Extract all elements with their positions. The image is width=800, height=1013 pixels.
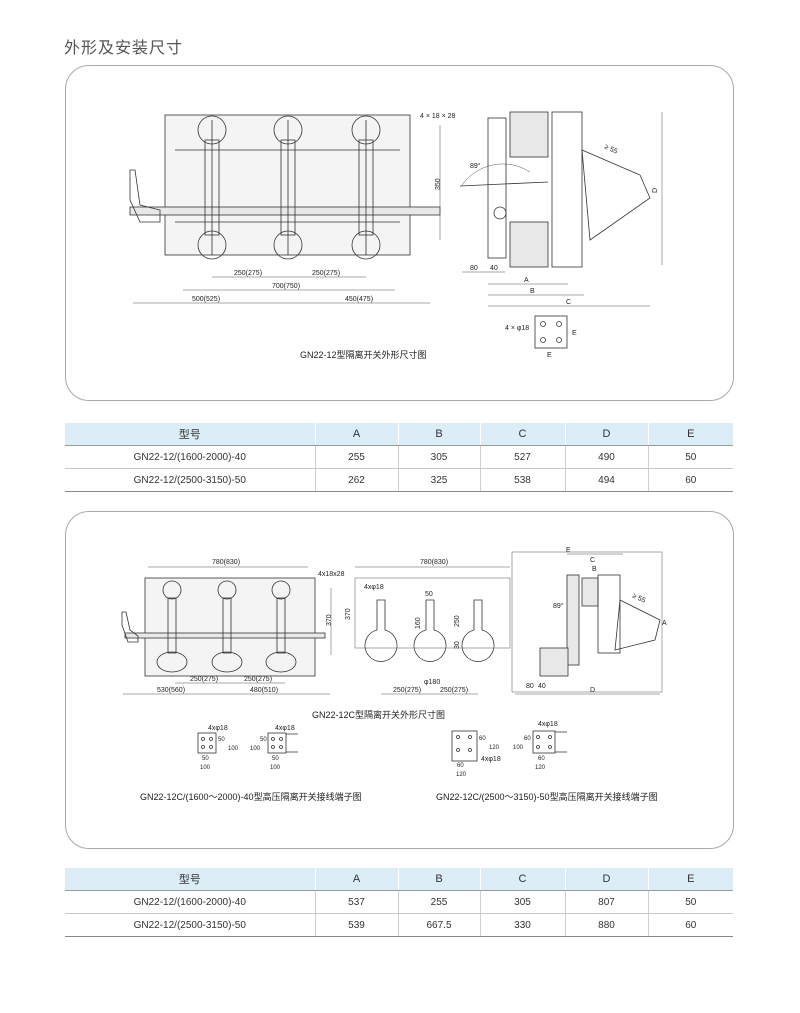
table-header-row: 型号 A B C D E: [65, 868, 733, 891]
cell-model: GN22-12/(1600-2000)-40: [65, 445, 315, 469]
header-c: C: [479, 423, 565, 446]
cell-model: GN22-12/(2500-3150)-50: [65, 913, 315, 937]
dimension-table-gn22-12: 型号 A B C D E GN22-12/(1600-2000)-40 255 …: [65, 423, 733, 492]
header-e: E: [647, 423, 733, 446]
header-model: 型号: [65, 423, 315, 446]
cell-c: 538: [479, 468, 565, 492]
cell-a: 537: [314, 890, 398, 914]
cell-c: 527: [479, 445, 565, 469]
drawing-panel-gn22-12c: [65, 511, 734, 849]
cell-b: 255: [397, 890, 480, 914]
table-header-row: 型号 A B C D E: [65, 423, 733, 446]
header-b: B: [397, 868, 480, 891]
page-title: 外形及安装尺寸: [64, 38, 184, 57]
cell-e: 50: [647, 890, 733, 914]
cell-c: 305: [479, 890, 565, 914]
header-b: B: [397, 423, 480, 446]
cell-d: 807: [564, 890, 648, 914]
cell-b: 325: [397, 468, 480, 492]
header-c: C: [479, 868, 565, 891]
cell-d: 490: [564, 445, 648, 469]
cell-b: 667.5: [397, 913, 480, 937]
cell-d: 880: [564, 913, 648, 937]
cell-e: 60: [647, 468, 733, 492]
cell-b: 305: [397, 445, 480, 469]
cell-a: 255: [314, 445, 398, 469]
table-row: GN22-12/(2500-3150)-50 262 325 538 494 6…: [65, 468, 733, 492]
cell-c: 330: [479, 913, 565, 937]
header-model: 型号: [65, 868, 315, 891]
cell-a: 539: [314, 913, 398, 937]
table-row: GN22-12/(1600-2000)-40 537 255 305 807 5…: [65, 890, 733, 914]
drawing-panel-gn22-12: [65, 65, 734, 401]
header-d: D: [564, 868, 648, 891]
header-a: A: [314, 423, 398, 446]
table-row: GN22-12/(2500-3150)-50 539 667.5 330 880…: [65, 913, 733, 937]
table-row: GN22-12/(1600-2000)-40 255 305 527 490 5…: [65, 445, 733, 469]
header-e: E: [647, 868, 733, 891]
cell-d: 494: [564, 468, 648, 492]
cell-model: GN22-12/(2500-3150)-50: [65, 468, 315, 492]
header-a: A: [314, 868, 398, 891]
dimension-table-gn22-12c: 型号 A B C D E GN22-12/(1600-2000)-40 537 …: [65, 868, 733, 937]
cell-e: 60: [647, 913, 733, 937]
cell-model: GN22-12/(1600-2000)-40: [65, 890, 315, 914]
cell-a: 262: [314, 468, 398, 492]
cell-e: 50: [647, 445, 733, 469]
header-d: D: [564, 423, 648, 446]
